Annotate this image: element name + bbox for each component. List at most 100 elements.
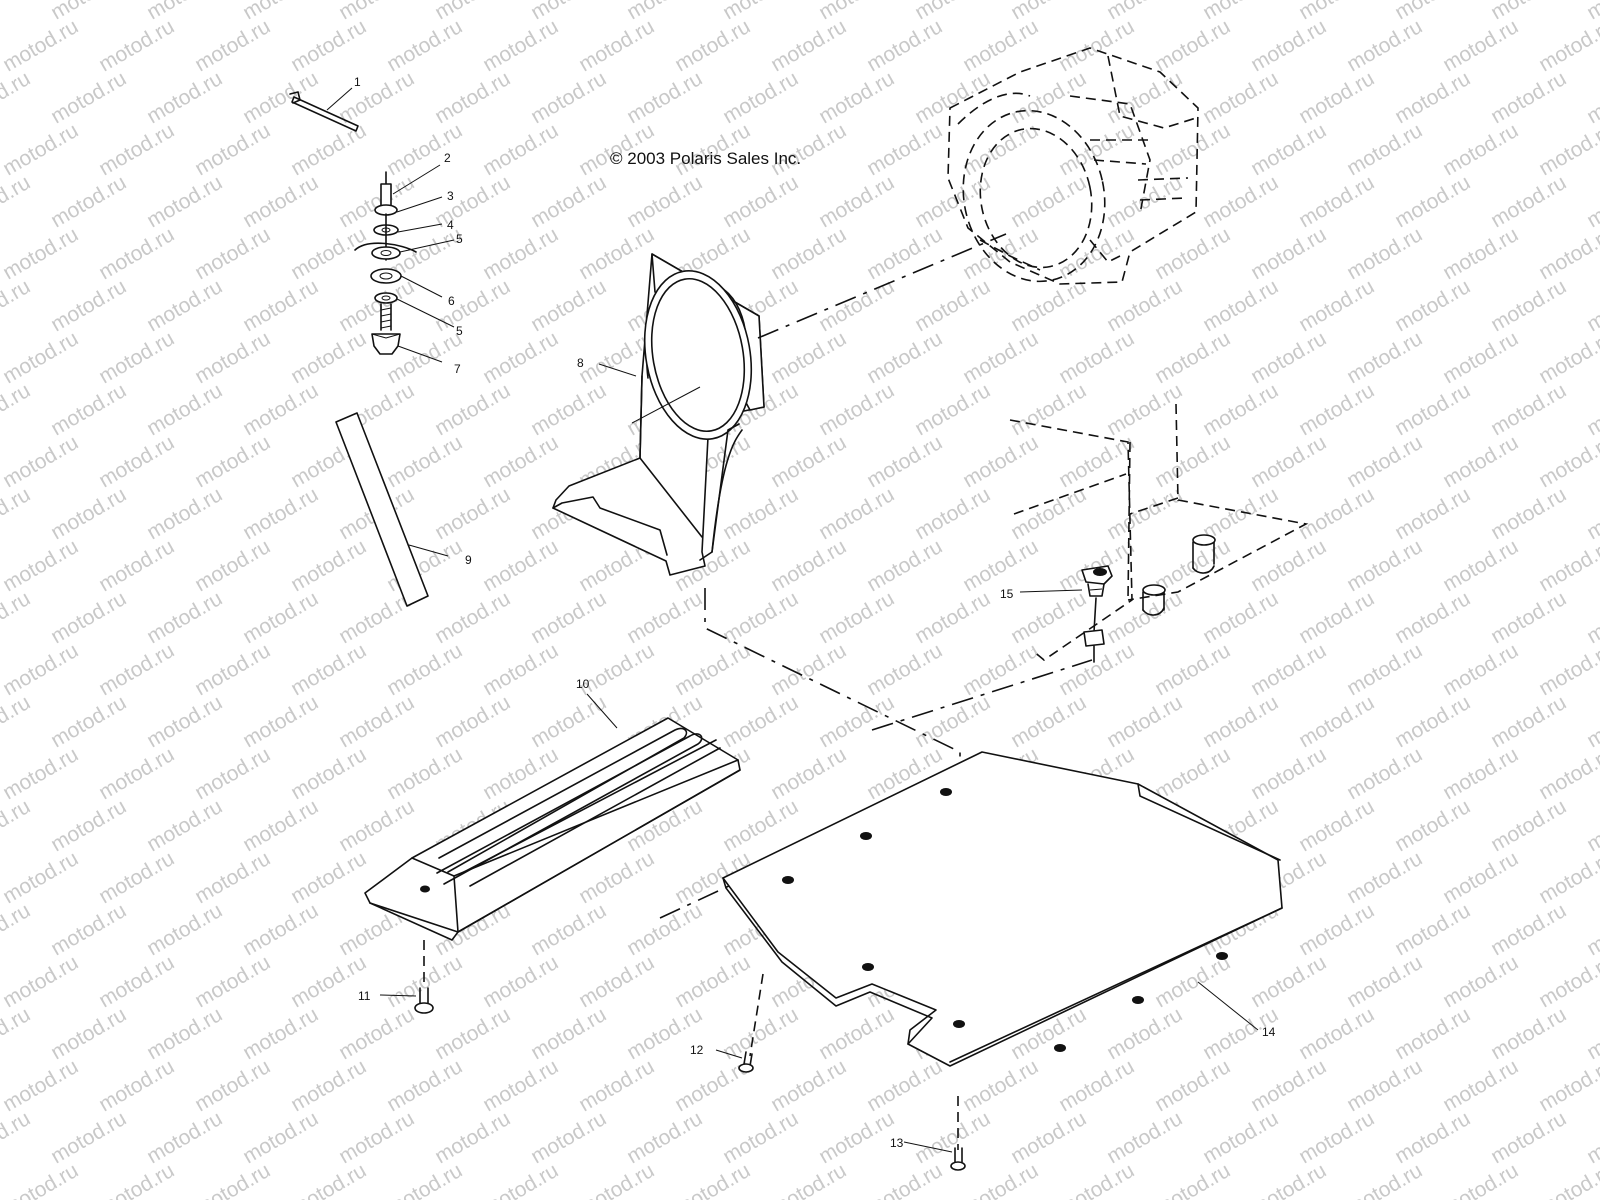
- watermark-text: motod.ru: [0, 951, 82, 1012]
- watermark-text: motod.ru: [479, 639, 562, 700]
- watermark-text: motod.ru: [1055, 119, 1138, 180]
- watermark-text: motod.ru: [1535, 847, 1600, 908]
- watermark-text: motod.ru: [47, 67, 130, 128]
- watermark-text: motod.ru: [287, 15, 370, 76]
- watermark-text: motod.ru: [1007, 171, 1090, 232]
- watermark-text: motod.ru: [191, 223, 274, 284]
- watermark-text: motod.ru: [1343, 431, 1426, 492]
- watermark-text: motod.ru: [1151, 15, 1234, 76]
- watermark-text: motod.ru: [1007, 587, 1090, 648]
- callout-8: 8: [577, 356, 584, 370]
- watermark-text: motod.ru: [1583, 587, 1600, 648]
- watermark-text: motod.ru: [863, 535, 946, 596]
- callout-4: 4: [447, 218, 454, 232]
- watermark-text: motod.ru: [1007, 483, 1090, 544]
- watermark-text: motod.ru: [143, 899, 226, 960]
- watermark-text: motod.ru: [527, 379, 610, 440]
- watermark-text: motod.ru: [815, 1003, 898, 1064]
- watermark-text: motod.ru: [383, 1159, 466, 1200]
- watermark-text: motod.ru: [191, 639, 274, 700]
- watermark-text: motod.ru: [95, 15, 178, 76]
- watermark-text: motod.ru: [143, 483, 226, 544]
- watermark-text: motod.ru: [0, 535, 82, 596]
- watermark-text: motod.ru: [1055, 639, 1138, 700]
- watermark-text: motod.ru: [431, 379, 514, 440]
- watermark-text: motod.ru: [0, 171, 34, 232]
- watermark-text: motod.ru: [719, 483, 802, 544]
- watermark-text: motod.ru: [815, 171, 898, 232]
- watermark-text: motod.ru: [767, 639, 850, 700]
- watermark-text: motod.ru: [911, 587, 994, 648]
- watermark-text: motod.ru: [1295, 691, 1378, 752]
- watermark-text: motod.ru: [383, 639, 466, 700]
- callout-1: 1: [354, 75, 361, 89]
- watermark-text: motod.ru: [1199, 171, 1282, 232]
- watermark-text: motod.ru: [239, 171, 322, 232]
- watermark-text: motod.ru: [1439, 535, 1522, 596]
- watermark-text: motod.ru: [575, 1159, 658, 1200]
- watermark-text: motod.ru: [1391, 691, 1474, 752]
- watermark-text: motod.ru: [1391, 1003, 1474, 1064]
- part-12-screw: [715, 973, 764, 1073]
- watermark-text: motod.ru: [815, 1107, 898, 1168]
- watermark-text: motod.ru: [1583, 1107, 1600, 1168]
- part-10-footrest: [364, 693, 741, 941]
- watermark-text: motod.ru: [239, 587, 322, 648]
- watermark-text: motod.ru: [863, 119, 946, 180]
- watermark-text: motod.ru: [95, 743, 178, 804]
- watermark-text: motod.ru: [1439, 431, 1522, 492]
- callout-2: 2: [444, 151, 451, 165]
- callout-12: 12: [690, 1043, 704, 1057]
- engine-phantom: [947, 47, 1199, 285]
- watermark-text: motod.ru: [575, 1055, 658, 1116]
- watermark-text: motod.ru: [239, 275, 322, 336]
- watermark-text: motod.ru: [1103, 483, 1186, 544]
- watermark-text: motod.ru: [47, 379, 130, 440]
- watermark-text: motod.ru: [1151, 327, 1234, 388]
- centerline-shroud-engine: [757, 233, 1007, 339]
- part-8-shroud: [552, 253, 765, 576]
- watermark-text: motod.ru: [575, 951, 658, 1012]
- watermark-text: motod.ru: [1151, 119, 1234, 180]
- part-11-screw: [379, 940, 434, 1014]
- watermark-text: motod.ru: [1247, 1159, 1330, 1200]
- watermark-text: motod.ru: [95, 1159, 178, 1200]
- watermark-text: motod.ru: [479, 223, 562, 284]
- watermark-text: motod.ru: [527, 1107, 610, 1168]
- watermark-text: motod.ru: [431, 67, 514, 128]
- watermark-text: motod.ru: [1487, 67, 1570, 128]
- watermark-text: motod.ru: [479, 431, 562, 492]
- watermark-text: motod.ru: [479, 535, 562, 596]
- watermark-text: motod.ru: [1199, 587, 1282, 648]
- watermark-text: motod.ru: [527, 275, 610, 336]
- watermark-text: motod.ru: [1535, 951, 1600, 1012]
- watermark-text: motod.ru: [863, 639, 946, 700]
- watermark-text: motod.ru: [1199, 379, 1282, 440]
- watermark-text: motod.ru: [1391, 171, 1474, 232]
- watermark-text: motod.ru: [1343, 1055, 1426, 1116]
- watermark-text: motod.ru: [863, 1159, 946, 1200]
- watermark-text: motod.ru: [1055, 223, 1138, 284]
- watermark-text: motod.ru: [1295, 67, 1378, 128]
- watermark-text: motod.ru: [911, 483, 994, 544]
- watermark-text: motod.ru: [911, 1107, 994, 1168]
- watermark-text: motod.ru: [0, 0, 34, 24]
- watermark-text: motod.ru: [911, 67, 994, 128]
- watermark-text: motod.ru: [287, 223, 370, 284]
- watermark-text: motod.ru: [959, 1159, 1042, 1200]
- watermark-text: motod.ru: [287, 535, 370, 596]
- watermark-text: motod.ru: [1103, 1003, 1186, 1064]
- watermark-text: motod.ru: [1295, 171, 1378, 232]
- part-1-cable-tie: [289, 87, 359, 132]
- watermark-text: motod.ru: [1439, 639, 1522, 700]
- watermark-text: motod.ru: [1343, 327, 1426, 388]
- watermark-text: motod.ru: [767, 1055, 850, 1116]
- watermark-text: motod.ru: [1439, 15, 1522, 76]
- watermark-text: motod.ru: [1583, 691, 1600, 752]
- watermark-text: motod.ru: [1391, 67, 1474, 128]
- watermark-text: motod.ru: [1487, 1107, 1570, 1168]
- watermark-text: motod.ru: [335, 795, 418, 856]
- watermark-text: motod.ru: [1535, 119, 1600, 180]
- watermark-text: motod.ru: [1343, 639, 1426, 700]
